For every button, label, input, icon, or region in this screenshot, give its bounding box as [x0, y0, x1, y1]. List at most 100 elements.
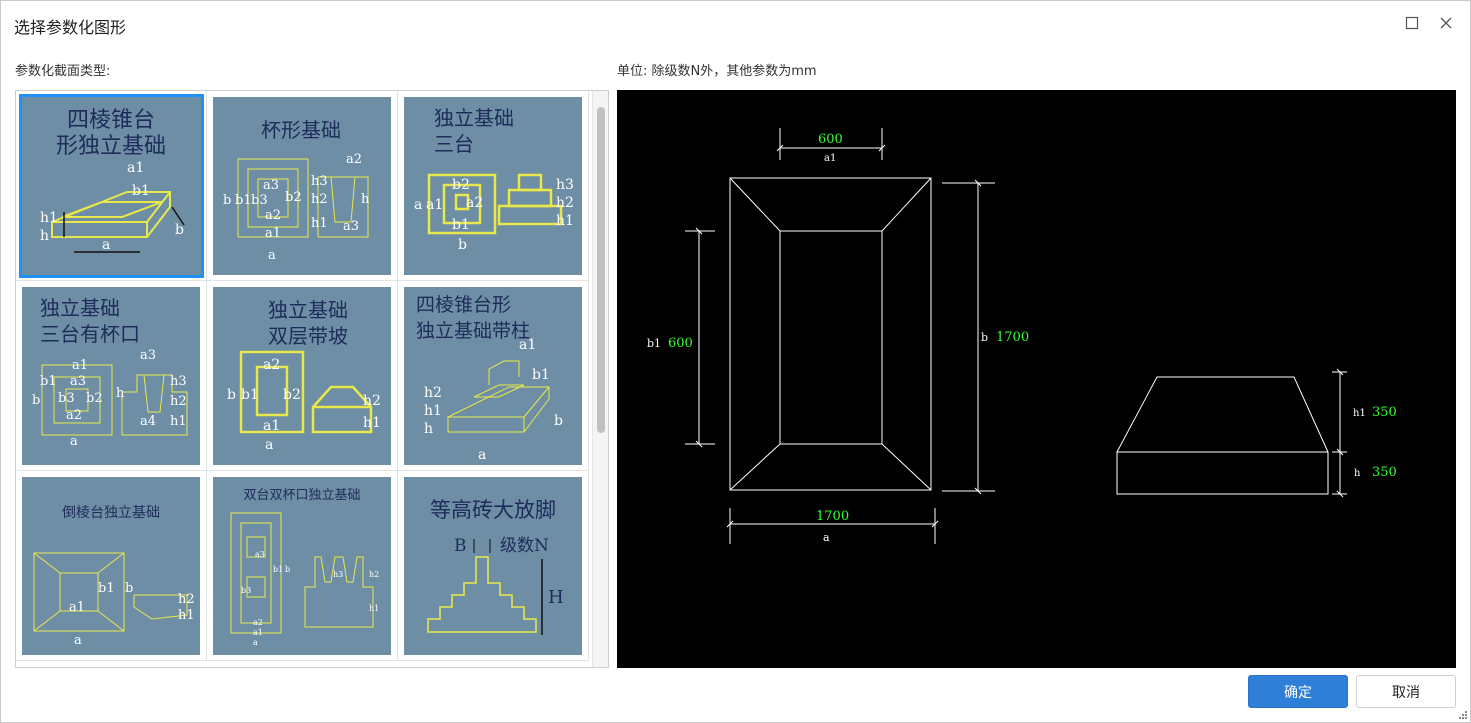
gallery-item-pyramid-frustum[interactable]: 四棱锥台 形独立基础 a1 b1 h1 h a b — [16, 91, 207, 281]
gallery-item-brick-footing[interactable]: 等高砖大放脚 B 级数N H — [398, 471, 589, 661]
gallery-item-cup-foundation[interactable]: 杯形基础 a2 b b1 b3 a3 b2 a2 a1 a h3 h2 h1 h… — [207, 91, 398, 281]
thumb-label: a1 — [263, 418, 280, 434]
thumb-label: b — [458, 237, 467, 253]
thumb-label: h2 — [311, 192, 328, 207]
thumb-label: a2 — [466, 195, 483, 211]
thumb-label: H — [548, 587, 564, 608]
thumb-label: a1 — [519, 337, 536, 353]
thumbnail: 四棱锥台形 独立基础带柱 a1 b1 h2 h1 h a b — [404, 287, 582, 465]
thumbnail: 独立基础 三台 a a1 b2 a2 b1 b h3 h2 h1 — [404, 97, 582, 275]
thumbnail: 倒棱台独立基础 b1 b a1 a h2 h1 — [22, 477, 200, 655]
thumb-label: b — [175, 222, 184, 238]
h-label: h — [1354, 468, 1361, 479]
thumb-label: h2 — [369, 570, 379, 579]
thumb-label: a1 — [426, 197, 443, 213]
thumb-label: h — [116, 386, 125, 401]
b1-value: 600 — [668, 336, 693, 351]
thumb-label: a4 — [140, 414, 156, 429]
thumb-title-line2: 独立基础带柱 — [416, 320, 530, 342]
thumb-label: a3 — [343, 219, 359, 234]
h1-value: 350 — [1372, 405, 1397, 420]
thumb-label: a3 — [70, 374, 86, 389]
thumb-3-drawing: 独立基础 三台 a a1 b2 a2 b1 b h3 h2 h1 — [414, 106, 574, 253]
thumb-title-line1: 独立基础 — [434, 106, 514, 130]
thumb-title-line1: 倒棱台独立基础 — [62, 504, 160, 521]
thumb-label: h — [40, 228, 49, 244]
thumb-title-line1: 等高砖大放脚 — [430, 498, 556, 522]
unit-note-label: 单位: 除级数N外，其他参数为mm — [617, 64, 817, 79]
thumb-title-line2: 三台 — [434, 132, 474, 156]
thumb-label: a — [74, 633, 82, 648]
thumb-title-line1: 独立基础 — [40, 296, 120, 320]
thumb-label: h1 — [178, 608, 195, 623]
thumb-6-drawing: 四棱锥台形 独立基础带柱 a1 b1 h2 h1 h a b — [416, 294, 563, 463]
plan-inner-rect — [779, 230, 883, 445]
thumb-2-drawing: 杯形基础 a2 b b1 b3 a3 b2 a2 a1 a h3 h2 h1 h… — [223, 118, 370, 263]
thumb-label: b — [227, 387, 236, 403]
thumb-label: h — [424, 421, 433, 437]
a1-value: 600 — [818, 132, 843, 147]
gallery-item-inverted-frustum[interactable]: 倒棱台独立基础 b1 b a1 a h2 h1 — [16, 471, 207, 661]
thumb-label: b1 — [273, 565, 283, 574]
thumb-5-drawing: 独立基础 双层带坡 b b1 a2 b2 a1 a h2 h1 — [227, 298, 381, 453]
thumbnail: 杯形基础 a2 b b1 b3 a3 b2 a2 a1 a h3 h2 h1 h… — [213, 97, 391, 275]
scrollbar-thumb[interactable] — [597, 107, 605, 433]
thumb-label: b2 — [86, 391, 103, 406]
close-button[interactable] — [1434, 11, 1458, 35]
preview-drawing: 600 a1 b1 600 b 1700 1700 a h1 350 h 350 — [647, 128, 1397, 544]
thumb-title-line2: 三台有杯口 — [40, 322, 140, 346]
dialog-title: 选择参数化图形 — [14, 18, 127, 37]
ok-button[interactable]: 确定 — [1248, 675, 1348, 708]
thumb-label: B — [454, 536, 467, 556]
thumb-label: a1 — [69, 600, 85, 615]
gallery-item-frustum-with-column[interactable]: 四棱锥台形 独立基础带柱 a1 b1 h2 h1 h a b — [398, 281, 589, 471]
thumb-label: h2 — [424, 385, 442, 401]
resize-grip-icon[interactable] — [1458, 710, 1468, 720]
maximize-button[interactable] — [1400, 11, 1424, 35]
thumbnail: 双台双杯口独立基础 a3 b3 b1 b a2 a1 a h3 h2 h1 — [213, 477, 391, 655]
thumb-label: h3 — [556, 177, 574, 193]
maximize-icon — [1405, 16, 1419, 30]
thumb-title-line1: 独立基础 — [268, 298, 348, 322]
thumb-label: h1 — [311, 216, 328, 231]
thumb-7-drawing: 倒棱台独立基础 b1 b a1 a h2 h1 — [33, 504, 195, 648]
thumb-label: b — [125, 581, 133, 596]
thumbnail: 独立基础 三台有杯口 a1 b1 a3 b b3 b2 a2 a a3 h a4… — [22, 287, 200, 465]
thumb-label: h1 — [40, 210, 58, 226]
thumb-label: h — [361, 192, 370, 207]
gallery-item-double-layer-slope[interactable]: 独立基础 双层带坡 b b1 a2 b2 a1 a h2 h1 — [207, 281, 398, 471]
thumb-label: a — [102, 237, 110, 253]
elevation-frustum — [1116, 376, 1329, 453]
a1-label: a1 — [824, 153, 836, 164]
thumb-title-line2: 双层带坡 — [268, 324, 348, 348]
plan-outer-rect — [729, 177, 932, 491]
thumb-label: a2 — [263, 357, 280, 373]
gallery-item-three-tier-with-cup[interactable]: 独立基础 三台有杯口 a1 b1 a3 b b3 b2 a2 a a3 h a4… — [16, 281, 207, 471]
thumb-label: b — [554, 413, 563, 429]
thumb-label: h1 — [363, 415, 381, 431]
thumb-label: a2 — [265, 208, 281, 223]
thumb-label: h3 — [311, 174, 328, 189]
close-icon — [1440, 17, 1452, 29]
h1-label: h1 — [1353, 408, 1366, 419]
thumb-title-line1: 杯形基础 — [261, 118, 341, 142]
thumb-title-line2: 形独立基础 — [56, 134, 166, 159]
gallery-item-double-cup-foundation[interactable]: 双台双杯口独立基础 a3 b3 b1 b a2 a1 a h3 h2 h1 — [207, 471, 398, 661]
thumb-label: a1 — [265, 226, 281, 241]
thumb-label: b3 — [58, 391, 75, 406]
thumb-label: a — [70, 434, 78, 449]
thumb-1-drawing: 四棱锥台 形独立基础 a1 b1 h1 h a b — [40, 108, 185, 253]
thumb-label: h1 — [170, 414, 187, 429]
thumb-4-drawing: 独立基础 三台有杯口 a1 b1 a3 b b3 b2 a2 a a3 h a4… — [32, 296, 188, 449]
thumb-label: a3 — [255, 550, 265, 559]
cancel-button[interactable]: 取消 — [1356, 675, 1456, 708]
gallery-item-three-tier-foundation[interactable]: 独立基础 三台 a a1 b2 a2 b1 b h3 h2 h1 — [398, 91, 589, 281]
thumb-label: b2 — [285, 190, 302, 205]
gallery-scrollbar[interactable] — [592, 91, 608, 667]
thumb-label: h2 — [556, 195, 574, 211]
a-value: 1700 — [816, 509, 849, 524]
thumb-label: b2 — [452, 177, 470, 193]
thumb-label: a3 — [263, 178, 279, 193]
b-value: 1700 — [996, 330, 1029, 345]
a-label: a — [823, 531, 830, 544]
